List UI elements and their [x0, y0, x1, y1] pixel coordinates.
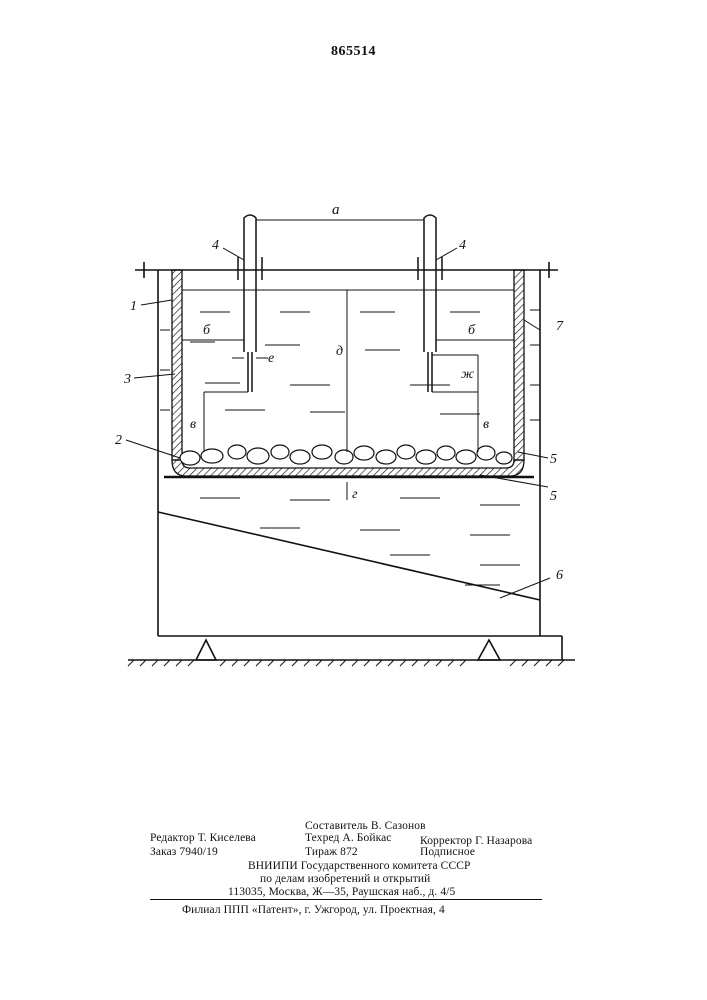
circulation: Тираж 872: [305, 846, 358, 858]
numeral-3: 3: [123, 372, 131, 387]
numeral-1: 1: [130, 299, 137, 314]
lower-tank: [158, 475, 562, 660]
dim-a: а: [332, 202, 340, 218]
numeral-4-left: 4: [212, 238, 219, 253]
support-right: [478, 640, 500, 660]
subscription: Подписное: [420, 846, 475, 858]
org-line-1: ВНИИПИ Государственного комитета СССР: [248, 860, 471, 872]
imprint-rule: [150, 899, 542, 900]
compiler: Составитель В. Сазонов: [305, 820, 426, 832]
numeral-4-right: 4: [459, 238, 466, 253]
stone-layer: [180, 445, 512, 465]
dim-d: д: [336, 344, 343, 359]
electrode-left: [238, 215, 262, 392]
org-line-2: по делам изобретений и открытий: [260, 873, 430, 885]
numeral-5-lower: 5: [550, 489, 557, 504]
org-line-3: 113035, Москва, Ж—35, Раушская наб., д. …: [228, 886, 455, 898]
dim-v-left: в: [190, 417, 196, 432]
numeral-6: 6: [556, 568, 563, 583]
techred: Техред А. Бойкас: [305, 832, 392, 844]
dim-b-right: б: [468, 323, 476, 338]
numeral-7: 7: [556, 319, 564, 334]
liquid-levels: [160, 290, 540, 585]
order: Заказ 7940/19: [150, 846, 218, 858]
technical-drawing: 1 2 3 4 4 5 5 6 7 а б б в в г д е ж: [0, 0, 707, 700]
dim-v-right: в: [483, 417, 489, 432]
support-left: [196, 640, 216, 660]
dim-g: г: [352, 487, 358, 502]
numeral-2: 2: [115, 433, 122, 448]
numeral-5-upper: 5: [550, 452, 557, 467]
dim-b-left: б: [203, 323, 211, 338]
electrode-right: [418, 215, 442, 392]
dim-e: е: [268, 351, 274, 366]
editor: Редактор Т. Киселева: [150, 832, 256, 844]
dim-zh: ж: [461, 367, 474, 382]
ground: [128, 660, 575, 666]
branch-line: Филиал ППП «Патент», г. Ужгород, ул. Про…: [182, 904, 445, 916]
